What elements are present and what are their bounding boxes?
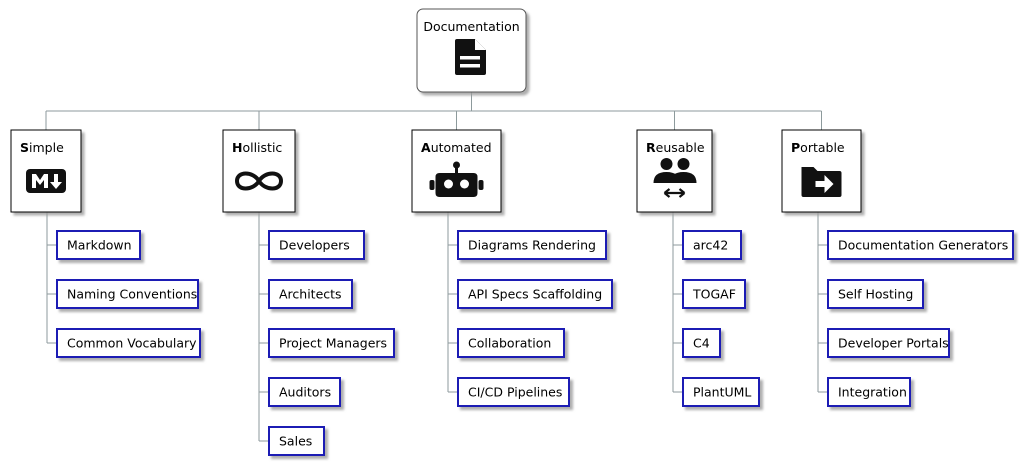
leaf-box <box>56 328 201 358</box>
leaf-label: Developers <box>279 238 350 253</box>
leaf-label: Auditors <box>279 385 331 400</box>
leaf-box <box>268 426 325 456</box>
leaf-node: Self Hosting <box>827 279 924 309</box>
leaf-label: CI/CD Pipelines <box>468 385 562 400</box>
leaf-box <box>56 279 199 309</box>
leaf-label: Self Hosting <box>838 287 913 302</box>
leaf-node: TOGAF <box>682 279 746 309</box>
leaf-label: Integration <box>838 385 907 400</box>
leaf-label: Documentation Generators <box>838 238 1008 253</box>
category-label: Hollistic <box>232 140 282 155</box>
leaf-label: Common Vocabulary <box>67 336 197 351</box>
root-node: Documentation <box>416 8 527 93</box>
leaf-label: Markdown <box>67 238 132 253</box>
leaf-node: API Specs Scaffolding <box>457 279 613 309</box>
leaf-box <box>268 377 341 407</box>
leaf-box <box>56 230 141 260</box>
leaf-label: TOGAF <box>692 287 736 302</box>
leaf-node: Collaboration <box>457 328 565 358</box>
root-label: Documentation <box>423 19 519 34</box>
leaf-label: Developer Portals <box>838 336 949 351</box>
leaf-box <box>827 279 924 309</box>
leaf-node: Architects <box>268 279 353 309</box>
leaf-box <box>682 279 746 309</box>
leaf-label: Collaboration <box>468 336 551 351</box>
leaf-label: API Specs Scaffolding <box>468 287 602 302</box>
leaf-node: Developers <box>268 230 365 260</box>
leaf-box <box>457 279 613 309</box>
leaf-box <box>682 230 742 260</box>
category-box <box>222 129 296 213</box>
leaf-label: PlantUML <box>693 385 751 400</box>
leaf-box <box>457 230 607 260</box>
leaf-node: Integration <box>827 377 911 407</box>
leaf-node: Project Managers <box>268 328 395 358</box>
category-label: Portable <box>791 140 845 155</box>
leaf-box <box>682 328 721 358</box>
leaf-node: PlantUML <box>682 377 760 407</box>
leaf-node: Common Vocabulary <box>56 328 201 358</box>
leaf-node: Sales <box>268 426 325 456</box>
leaf-node: Markdown <box>56 230 141 260</box>
leaf-node: Documentation Generators <box>827 230 1014 260</box>
leaf-box <box>268 230 365 260</box>
leaf-label: Project Managers <box>279 336 387 351</box>
leaf-box <box>268 328 395 358</box>
leaf-box <box>682 377 760 407</box>
category-label: Reusable <box>646 140 705 155</box>
leaf-node: arc42 <box>682 230 742 260</box>
robot-icon <box>429 161 484 197</box>
users-exchange-icon <box>653 158 697 198</box>
folder-arrow-icon <box>801 167 842 197</box>
leaf-box <box>827 328 950 358</box>
leaf-box <box>827 230 1014 260</box>
leaf-node: CI/CD Pipelines <box>457 377 570 407</box>
leaf-label: arc42 <box>693 238 728 253</box>
leaf-node: C4 <box>682 328 721 358</box>
leaf-box <box>457 377 570 407</box>
markdown-icon <box>26 169 66 193</box>
connector-lines <box>45 92 828 442</box>
leaf-box <box>827 377 911 407</box>
leaf-box <box>268 279 353 309</box>
category-label: Automated <box>421 140 492 155</box>
leaf-node: Developer Portals <box>827 328 950 358</box>
leaf-label: Sales <box>279 434 312 449</box>
leaf-label: C4 <box>693 336 710 351</box>
leaf-node: Naming Conventions <box>56 279 199 309</box>
infinity-icon <box>234 171 284 191</box>
leaf-node: Auditors <box>268 377 341 407</box>
document-icon <box>455 39 486 75</box>
leaf-label: Architects <box>279 287 342 302</box>
leaf-node: Diagrams Rendering <box>457 230 607 260</box>
category-label: Simple <box>20 140 64 155</box>
leaf-label: Diagrams Rendering <box>468 238 596 253</box>
leaf-box <box>457 328 565 358</box>
leaf-label: Naming Conventions <box>67 287 197 302</box>
category-box <box>636 129 713 213</box>
